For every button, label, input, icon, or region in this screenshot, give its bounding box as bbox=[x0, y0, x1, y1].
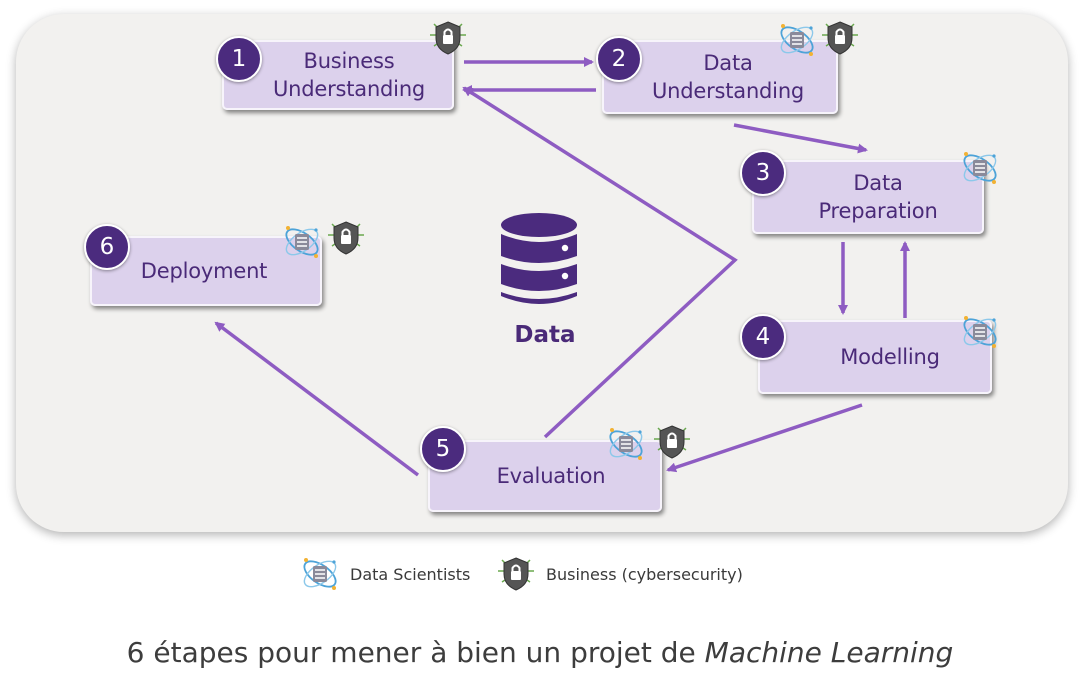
caption-text: 6 étapes pour mener à bien un projet de bbox=[126, 636, 705, 669]
shield-lock-icon bbox=[822, 21, 858, 55]
data-scientist-icon bbox=[963, 152, 997, 184]
data-scientist-icon bbox=[780, 24, 814, 56]
step-number-badge: 6 bbox=[84, 224, 130, 270]
step-data-understanding: Data Understanding bbox=[602, 40, 838, 114]
shield-lock-icon bbox=[430, 21, 466, 55]
shield-lock-icon bbox=[654, 425, 690, 459]
data-scientist-icon bbox=[963, 316, 997, 348]
step-number-badge: 1 bbox=[216, 36, 262, 82]
arrow-5-to-6 bbox=[214, 321, 420, 477]
step-label: Data Preparation bbox=[818, 171, 938, 223]
arrow-5-to-1 bbox=[462, 86, 738, 439]
step-label: Deployment bbox=[140, 259, 268, 283]
data-scientist-icon bbox=[303, 558, 337, 590]
caption-emphasis: Machine Learning bbox=[704, 636, 954, 669]
step-evaluation: Evaluation bbox=[428, 440, 662, 512]
step-label: Evaluation bbox=[496, 464, 606, 488]
data-scientist-icon bbox=[285, 226, 319, 258]
shield-lock-icon bbox=[498, 557, 534, 591]
arrow-4-to-5 bbox=[666, 403, 863, 473]
data-scientist-icon bbox=[609, 428, 643, 460]
step-number-badge: 3 bbox=[740, 150, 786, 196]
step-number-badge: 5 bbox=[420, 426, 466, 472]
shield-lock-icon bbox=[328, 221, 364, 255]
step-label: Business Understanding bbox=[272, 49, 426, 101]
legend-label-business: Business (cybersecurity) bbox=[546, 565, 743, 584]
step-label: Data Understanding bbox=[651, 51, 805, 103]
step-label: Modelling bbox=[840, 345, 940, 369]
legend: Data Scientists Business (cybersecurity) bbox=[300, 552, 780, 596]
legend-label-data-scientists: Data Scientists bbox=[350, 565, 471, 584]
arrow-2-to-3 bbox=[733, 123, 868, 154]
database-icon bbox=[501, 213, 577, 304]
step-number-badge: 2 bbox=[596, 36, 642, 82]
step-data-preparation: Data Preparation bbox=[752, 160, 984, 234]
step-number-badge: 4 bbox=[740, 314, 786, 360]
figure-caption: 6 étapes pour mener à bien un projet de … bbox=[0, 636, 1080, 669]
step-modelling: Modelling bbox=[758, 320, 992, 394]
center-data-label: Data bbox=[514, 322, 576, 348]
